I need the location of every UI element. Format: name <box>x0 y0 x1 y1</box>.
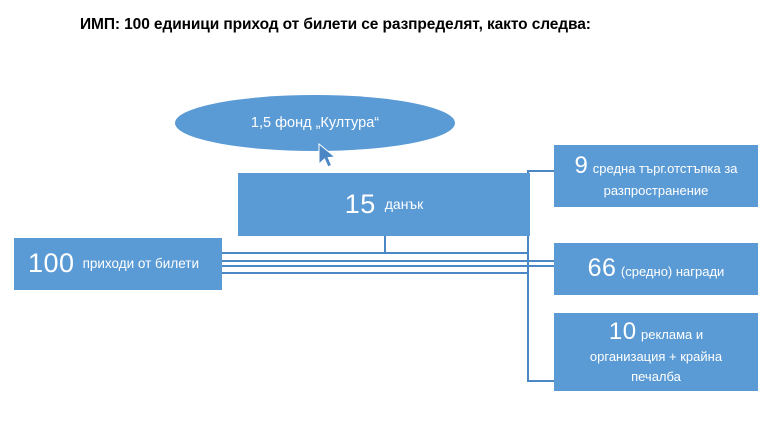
connector-branch-to-profit <box>527 380 555 382</box>
income-label: приходи от билети <box>82 255 199 271</box>
distribution-discount-box[interactable]: 9 средна търг.отстъпка за разпространени… <box>554 145 758 207</box>
profit-label-line2: организация + крайна <box>589 349 723 364</box>
fund-ellipse[interactable]: 1,5 фонд „Култура“ <box>175 95 455 151</box>
connector-branch-to-awards-stub <box>527 260 555 262</box>
profit-label-line3: печалба <box>631 369 681 384</box>
connector-branch-to-discount <box>527 170 555 172</box>
connector-trunk-line-4 <box>222 272 529 274</box>
discount-label-line1: средна търг.отстъпка за <box>592 161 738 176</box>
tax-box[interactable]: 15 данък <box>238 173 530 236</box>
discount-label-line2: разпространение <box>603 183 709 198</box>
awards-value: 66 <box>587 254 617 283</box>
connector-income-to-tax-horizontal <box>222 252 386 254</box>
income-box[interactable]: 100 приходи от билети <box>14 238 222 290</box>
awards-label: (средно) награди <box>620 264 725 280</box>
connector-trunk-line-3 <box>222 265 529 267</box>
connector-trunk-line-2 <box>222 260 529 262</box>
profit-value: 10 <box>608 318 637 345</box>
advertising-profit-box[interactable]: 10 реклама и организация + крайна печалб… <box>554 313 758 391</box>
connector-branch-to-awards <box>527 265 555 267</box>
tax-value: 15 <box>344 188 376 219</box>
tax-label: данък <box>384 195 424 212</box>
income-value: 100 <box>28 248 75 279</box>
connector-income-to-tax-riser <box>384 236 386 254</box>
profit-label-line1: реклама и <box>641 327 704 342</box>
awards-box[interactable]: 66 (средно) награди <box>554 243 758 295</box>
discount-value: 9 <box>574 152 589 179</box>
fund-label: 1,5 фонд „Култура“ <box>250 114 380 131</box>
connector-distribution-spine <box>527 170 529 382</box>
page-title: ИМП: 100 единици приход от билети се раз… <box>80 16 591 33</box>
